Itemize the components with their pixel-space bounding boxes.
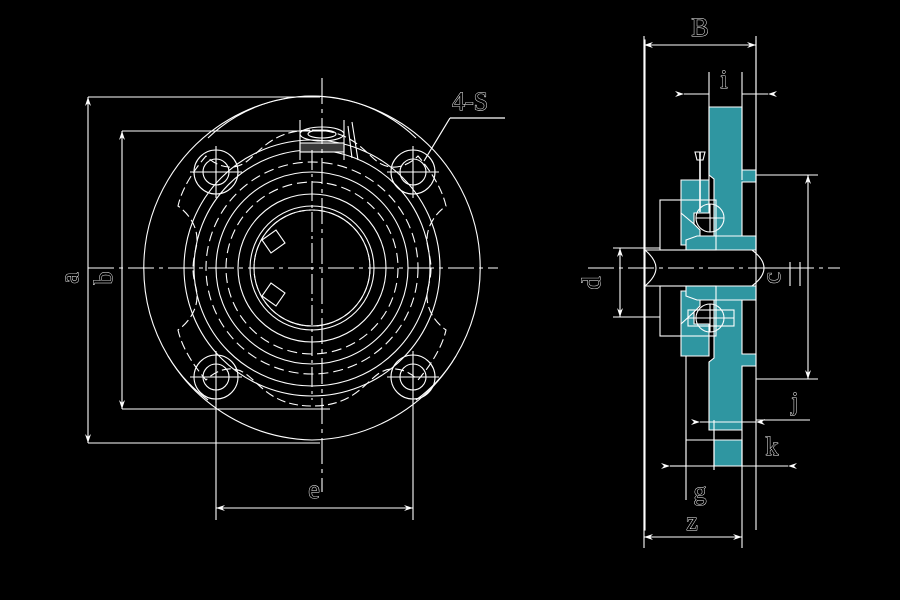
dimension-label-g: g	[694, 477, 707, 506]
bolt-hole-top-right	[387, 146, 439, 198]
dimension-label-z: z	[686, 507, 698, 536]
bolt-hole-group	[190, 146, 439, 403]
dimension-i	[675, 72, 777, 180]
dimension-label-i: i	[720, 65, 727, 94]
dimension-label-a: a	[55, 272, 84, 284]
bolt-callout-leader	[423, 117, 505, 162]
dimension-b	[119, 130, 330, 410]
flange-pad-contour	[177, 129, 447, 407]
dimension-label-c: c	[757, 272, 786, 284]
dimension-label-b: b	[89, 272, 118, 285]
section-fill-upper	[680, 106, 757, 251]
dimension-label-B: B	[691, 13, 708, 42]
dimension-c	[760, 262, 801, 286]
bolt-hole-bottom-left	[190, 351, 242, 403]
dimension-e	[215, 400, 414, 520]
front-view	[88, 78, 498, 492]
dimension-k	[691, 419, 810, 470]
dimension-a	[85, 96, 320, 444]
section-view	[588, 39, 840, 531]
dimension-j	[756, 174, 818, 380]
dimension-label-e: e	[308, 475, 320, 504]
dimension-d	[613, 247, 660, 318]
bolt-hole-bottom-right	[387, 351, 439, 403]
dimension-label-k: k	[766, 432, 779, 461]
bolt-hole-top-left	[190, 146, 242, 198]
dimension-B	[643, 36, 757, 255]
bolt-callout-label: 4-S	[452, 87, 488, 116]
dimension-z	[643, 440, 743, 548]
centerlines	[88, 78, 498, 492]
dimension-label-j: j	[790, 387, 798, 416]
dimension-label-d: d	[577, 277, 606, 290]
